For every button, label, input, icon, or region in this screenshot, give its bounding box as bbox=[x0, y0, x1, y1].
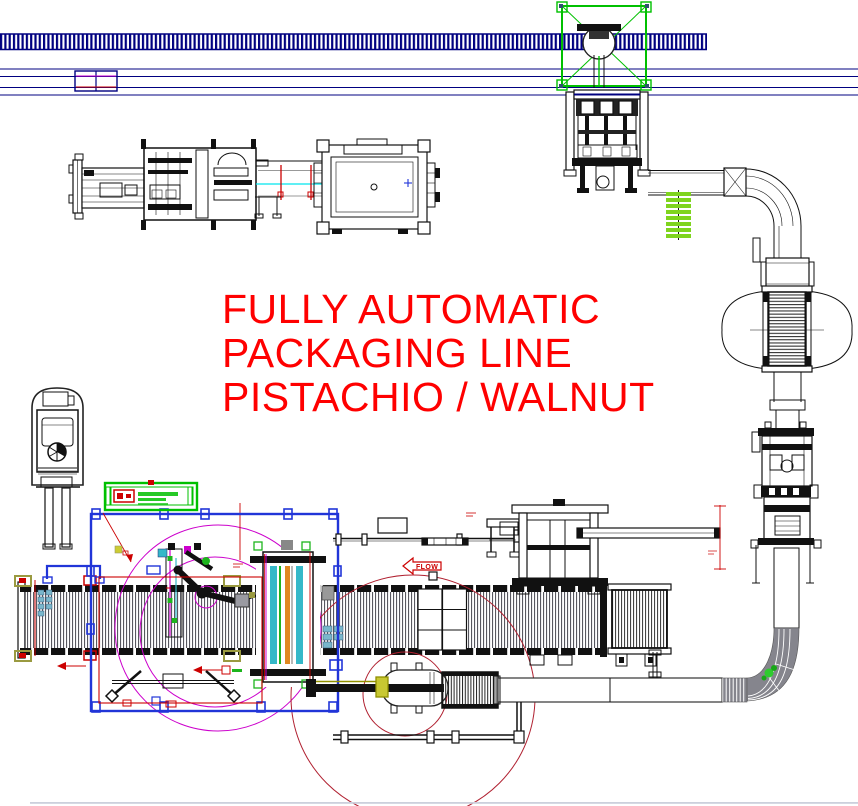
red-flow-arrowhead bbox=[193, 666, 202, 674]
label-text-row bbox=[138, 492, 178, 496]
khaki-corner-bracket bbox=[14, 650, 32, 662]
lower-duct bbox=[773, 547, 800, 629]
ribbed-conveyor-block bbox=[441, 671, 499, 709]
carton bbox=[441, 588, 468, 651]
case-erector-station bbox=[233, 503, 326, 689]
foot-diamond bbox=[226, 688, 242, 704]
cyan-flight-blocks bbox=[37, 589, 53, 617]
envelope-outer-circle bbox=[114, 524, 322, 732]
stretch-wrapper-cell bbox=[306, 571, 800, 744]
panel-leg bbox=[61, 487, 71, 548]
khaki-corner-bracket bbox=[223, 575, 241, 587]
elbow-outer-arc bbox=[745, 168, 802, 227]
robot-gripper bbox=[234, 593, 250, 608]
red-leader-line bbox=[102, 512, 132, 563]
vffs-bagger-machine bbox=[563, 89, 651, 193]
right-wing bbox=[805, 290, 853, 370]
ribbed-bar bbox=[421, 537, 469, 546]
mid-section-equipment bbox=[333, 499, 726, 667]
id-label-plate bbox=[377, 517, 408, 534]
khaki-corner-bracket bbox=[223, 650, 241, 662]
green-equipment-label-box bbox=[103, 480, 199, 512]
delta-robot bbox=[104, 543, 335, 704]
brand-logo-emblem bbox=[47, 442, 67, 462]
right-column-machine bbox=[750, 421, 822, 629]
rail-trolley-box bbox=[74, 70, 118, 92]
green-ladder-strip bbox=[666, 190, 691, 240]
side-flag-2 bbox=[751, 431, 761, 453]
title-line-2: PACKAGING LINE bbox=[222, 330, 572, 376]
roller-belt bbox=[767, 291, 807, 367]
panel-dome bbox=[31, 387, 84, 486]
overhead-rail-lines bbox=[0, 68, 858, 96]
panel-leg bbox=[44, 487, 54, 548]
gray-chute-curve bbox=[746, 627, 800, 702]
cabinet-machine bbox=[313, 138, 440, 235]
foot-diamond bbox=[104, 688, 120, 704]
flow-direction-arrow: FLOW bbox=[402, 556, 442, 576]
carton bbox=[417, 588, 443, 651]
right-column-descender bbox=[721, 237, 853, 428]
left-wing bbox=[721, 290, 769, 370]
red-cell-frame bbox=[34, 512, 263, 708]
floor-reference-line bbox=[30, 802, 858, 804]
red-logo-mark bbox=[113, 489, 135, 503]
label-text-row bbox=[138, 498, 166, 501]
discharge-outlet bbox=[596, 175, 610, 189]
black-guard-fence bbox=[333, 702, 525, 744]
side-flag bbox=[752, 237, 761, 263]
flow-arrow-outline bbox=[402, 556, 442, 576]
drawing-title: FULLY AUTOMATIC PACKAGING LINE PISTACHIO… bbox=[222, 286, 655, 420]
robot-upper-arm bbox=[184, 550, 214, 571]
khaki-corner-bracket bbox=[14, 575, 32, 587]
top-discharge-conveyor bbox=[648, 167, 802, 258]
gray-chute-segment bbox=[721, 677, 748, 703]
blue-bracket bbox=[45, 564, 102, 579]
blue-safety-fence bbox=[42, 508, 343, 713]
gantry-frame bbox=[511, 499, 609, 666]
flow-label: FLOW bbox=[416, 564, 438, 571]
cartons-on-conveyor bbox=[417, 588, 468, 651]
flow-wrapper-machine bbox=[68, 139, 269, 230]
title-line-1: FULLY AUTOMATIC bbox=[222, 286, 600, 332]
transfer-conveyor bbox=[254, 160, 324, 219]
title-line-3: PISTACHIO / WALNUT bbox=[222, 374, 655, 420]
green-marker bbox=[764, 668, 774, 678]
operator-panel-station bbox=[31, 387, 84, 550]
red-flow-arrowhead bbox=[57, 662, 66, 670]
hatched-band bbox=[0, 34, 707, 49]
bagger-green-safety-frame bbox=[556, 1, 652, 91]
machine-arch bbox=[217, 152, 247, 166]
stand-table bbox=[486, 518, 520, 528]
small-roller-conveyor bbox=[607, 583, 672, 667]
